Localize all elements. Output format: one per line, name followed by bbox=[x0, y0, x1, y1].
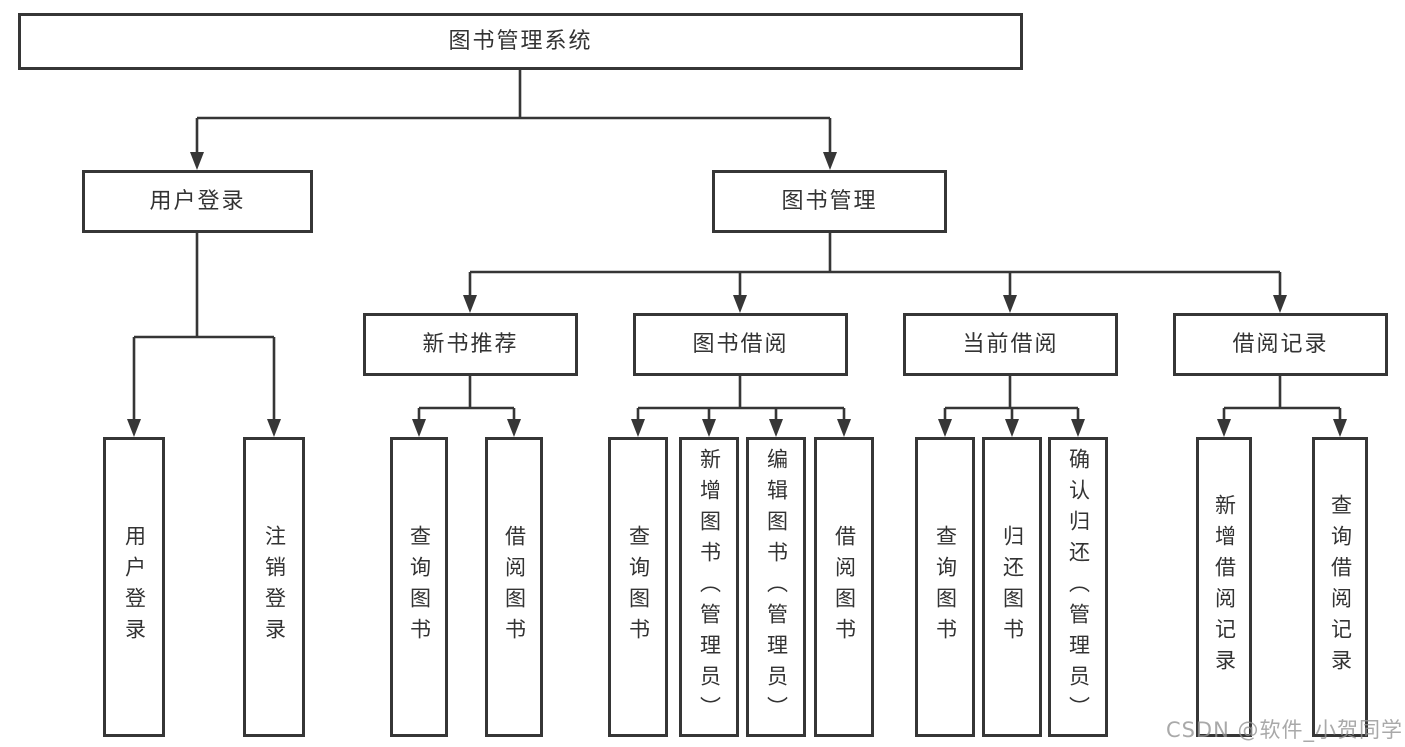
node-leaf-logout: 注销登录 bbox=[243, 437, 305, 737]
node-leaf-current-query-book: 查询图书 bbox=[915, 437, 975, 737]
node-leaf-add-borrow-record: 新增借阅记录 bbox=[1196, 437, 1252, 737]
leaf-label: 查询图书 bbox=[407, 525, 432, 649]
leaf-label: 查询图书 bbox=[626, 525, 651, 649]
node-leaf-edit-book-admin: 编辑图书（管理员） bbox=[746, 437, 806, 737]
node-leaf-recommend-query-book: 查询图书 bbox=[390, 437, 448, 737]
node-leaf-query-borrow-record: 查询借阅记录 bbox=[1312, 437, 1368, 737]
csdn-watermark: CSDN @软件_小贺同学 bbox=[1165, 718, 1403, 742]
leaf-label: 用户登录 bbox=[122, 525, 147, 649]
node-leaf-confirm-return-admin: 确认归还（管理员） bbox=[1048, 437, 1108, 737]
leaf-label: 归还图书 bbox=[1000, 525, 1025, 649]
leaf-label: 查询借阅记录 bbox=[1328, 494, 1353, 680]
node-current-borrow: 当前借阅 bbox=[903, 313, 1118, 376]
leaf-label: 借阅图书 bbox=[832, 525, 857, 649]
node-book-borrow: 图书借阅 bbox=[633, 313, 848, 376]
node-leaf-recommend-borrow-book: 借阅图书 bbox=[485, 437, 543, 737]
leaf-label: 新增图书（管理员） bbox=[697, 447, 722, 727]
leaf-label: 编辑图书（管理员） bbox=[764, 447, 789, 727]
node-book-management: 图书管理 bbox=[712, 170, 947, 233]
node-leaf-borrow-query-book: 查询图书 bbox=[608, 437, 668, 737]
node-borrow-record: 借阅记录 bbox=[1173, 313, 1388, 376]
leaf-label: 注销登录 bbox=[262, 525, 287, 649]
leaf-label: 查询图书 bbox=[933, 525, 958, 649]
node-library-management-system: 图书管理系统 bbox=[18, 13, 1023, 70]
leaf-label: 新增借阅记录 bbox=[1212, 494, 1237, 680]
node-leaf-user-login: 用户登录 bbox=[103, 437, 165, 737]
node-new-book-recommend: 新书推荐 bbox=[363, 313, 578, 376]
leaf-label: 借阅图书 bbox=[502, 525, 527, 649]
node-leaf-return-book: 归还图书 bbox=[982, 437, 1042, 737]
node-leaf-borrow-book: 借阅图书 bbox=[814, 437, 874, 737]
leaf-label: 确认归还（管理员） bbox=[1066, 447, 1091, 727]
node-leaf-add-book-admin: 新增图书（管理员） bbox=[679, 437, 739, 737]
node-user-login: 用户登录 bbox=[82, 170, 313, 233]
